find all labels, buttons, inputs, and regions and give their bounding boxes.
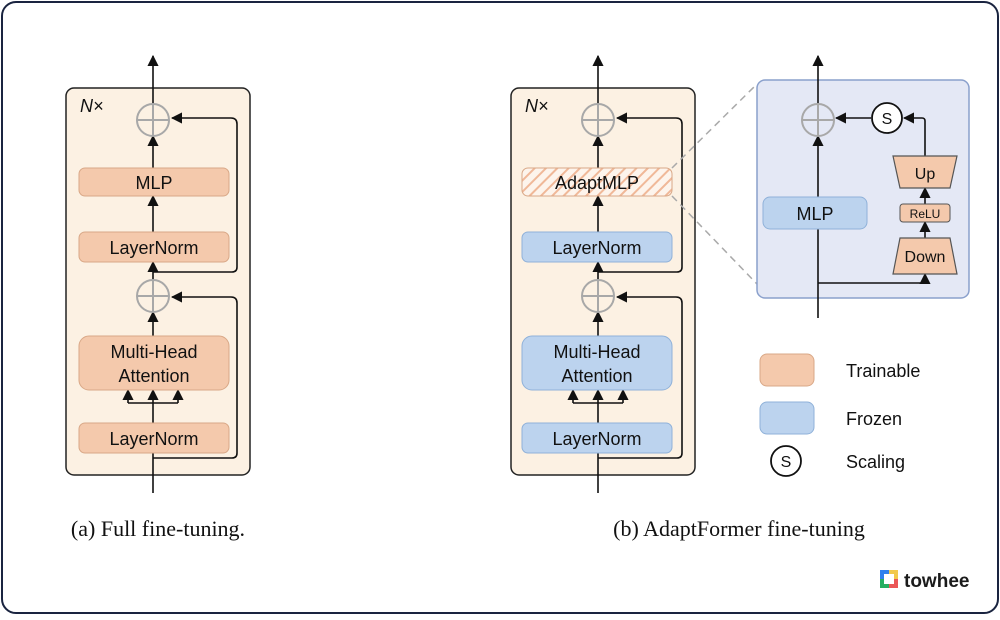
- legend-trainable-label: Trainable: [846, 361, 920, 381]
- right-panel: N× AdaptMLP LayerNorm Multi-Head At: [510, 54, 865, 541]
- adaptmlp-detail: S MLP Up ReLU Down: [671, 54, 970, 318]
- left-layernorm-bottom-label: LayerNorm: [109, 429, 198, 449]
- right-add-top-icon: [581, 103, 615, 137]
- left-mlp-box: [78, 167, 230, 197]
- right-caption: (b) AdaptFormer fine-tuning: [613, 516, 865, 541]
- detail-scale-symbol: S: [882, 111, 893, 128]
- detail-add-icon: [801, 103, 835, 137]
- legend-trainable-swatch: [759, 353, 815, 387]
- left-residual-2: [153, 112, 238, 273]
- right-layernorm-top-box: [521, 231, 673, 263]
- detail-scale-icon: S: [871, 102, 903, 134]
- towhee-brand-name: towhee: [904, 571, 969, 592]
- right-attention-box: [521, 335, 673, 391]
- left-repeat-label: N×: [80, 96, 104, 116]
- right-layernorm-bottom-label: LayerNorm: [552, 429, 641, 449]
- right-attention-label-2: Attention: [561, 366, 632, 386]
- left-panel: N× MLP LayerNorm: [65, 54, 251, 541]
- left-caption: (a) Full fine-tuning.: [71, 516, 245, 541]
- legend-frozen-label: Frozen: [846, 409, 902, 429]
- detail-mlp-box: [762, 196, 868, 230]
- right-adaptmlp-box: [521, 167, 673, 197]
- right-residual-1: [598, 291, 683, 459]
- zoom-line-top: [671, 83, 758, 169]
- legend-scaling-icon: S: [770, 445, 802, 477]
- right-layernorm-bottom-box: [521, 422, 673, 454]
- right-repeat-label: N×: [525, 96, 549, 116]
- left-add-top-icon: [136, 103, 170, 137]
- left-attention-label-1: Multi-Head: [110, 342, 197, 362]
- left-attention-box: [78, 335, 230, 391]
- left-add-bottom-icon: [136, 279, 170, 313]
- right-adaptmlp-label: AdaptMLP: [555, 173, 639, 193]
- legend: Trainable Frozen S Scaling: [759, 353, 920, 477]
- left-residual-1: [153, 291, 238, 459]
- left-mlp-label: MLP: [135, 173, 172, 193]
- left-layernorm-bottom-box: [78, 422, 230, 454]
- detail-mlp-label: MLP: [796, 204, 833, 224]
- detail-up-shape: [892, 155, 958, 189]
- detail-down-label: Down: [905, 249, 946, 266]
- left-attention-label-2: Attention: [118, 366, 189, 386]
- legend-frozen-swatch: [759, 401, 815, 435]
- detail-branch-line: [818, 272, 931, 285]
- left-layernorm-top-label: LayerNorm: [109, 238, 198, 258]
- towhee-logo-icon: [880, 570, 898, 588]
- left-layernorm-top-box: [78, 231, 230, 263]
- detail-up-label: Up: [915, 166, 936, 183]
- right-add-bottom-icon: [581, 279, 615, 313]
- right-residual-2: [598, 112, 683, 273]
- detail-relu-box: [899, 203, 951, 223]
- towhee-logo: towhee: [880, 570, 969, 592]
- right-layernorm-top-label: LayerNorm: [552, 238, 641, 258]
- zoom-line-bottom: [671, 195, 758, 285]
- detail-relu-label: ReLU: [910, 207, 941, 221]
- detail-down-shape: [892, 237, 958, 275]
- detail-up-to-scale-arrow: [902, 112, 926, 156]
- legend-scaling-symbol: S: [781, 454, 792, 471]
- legend-scaling-label: Scaling: [846, 452, 905, 472]
- right-attention-label-1: Multi-Head: [553, 342, 640, 362]
